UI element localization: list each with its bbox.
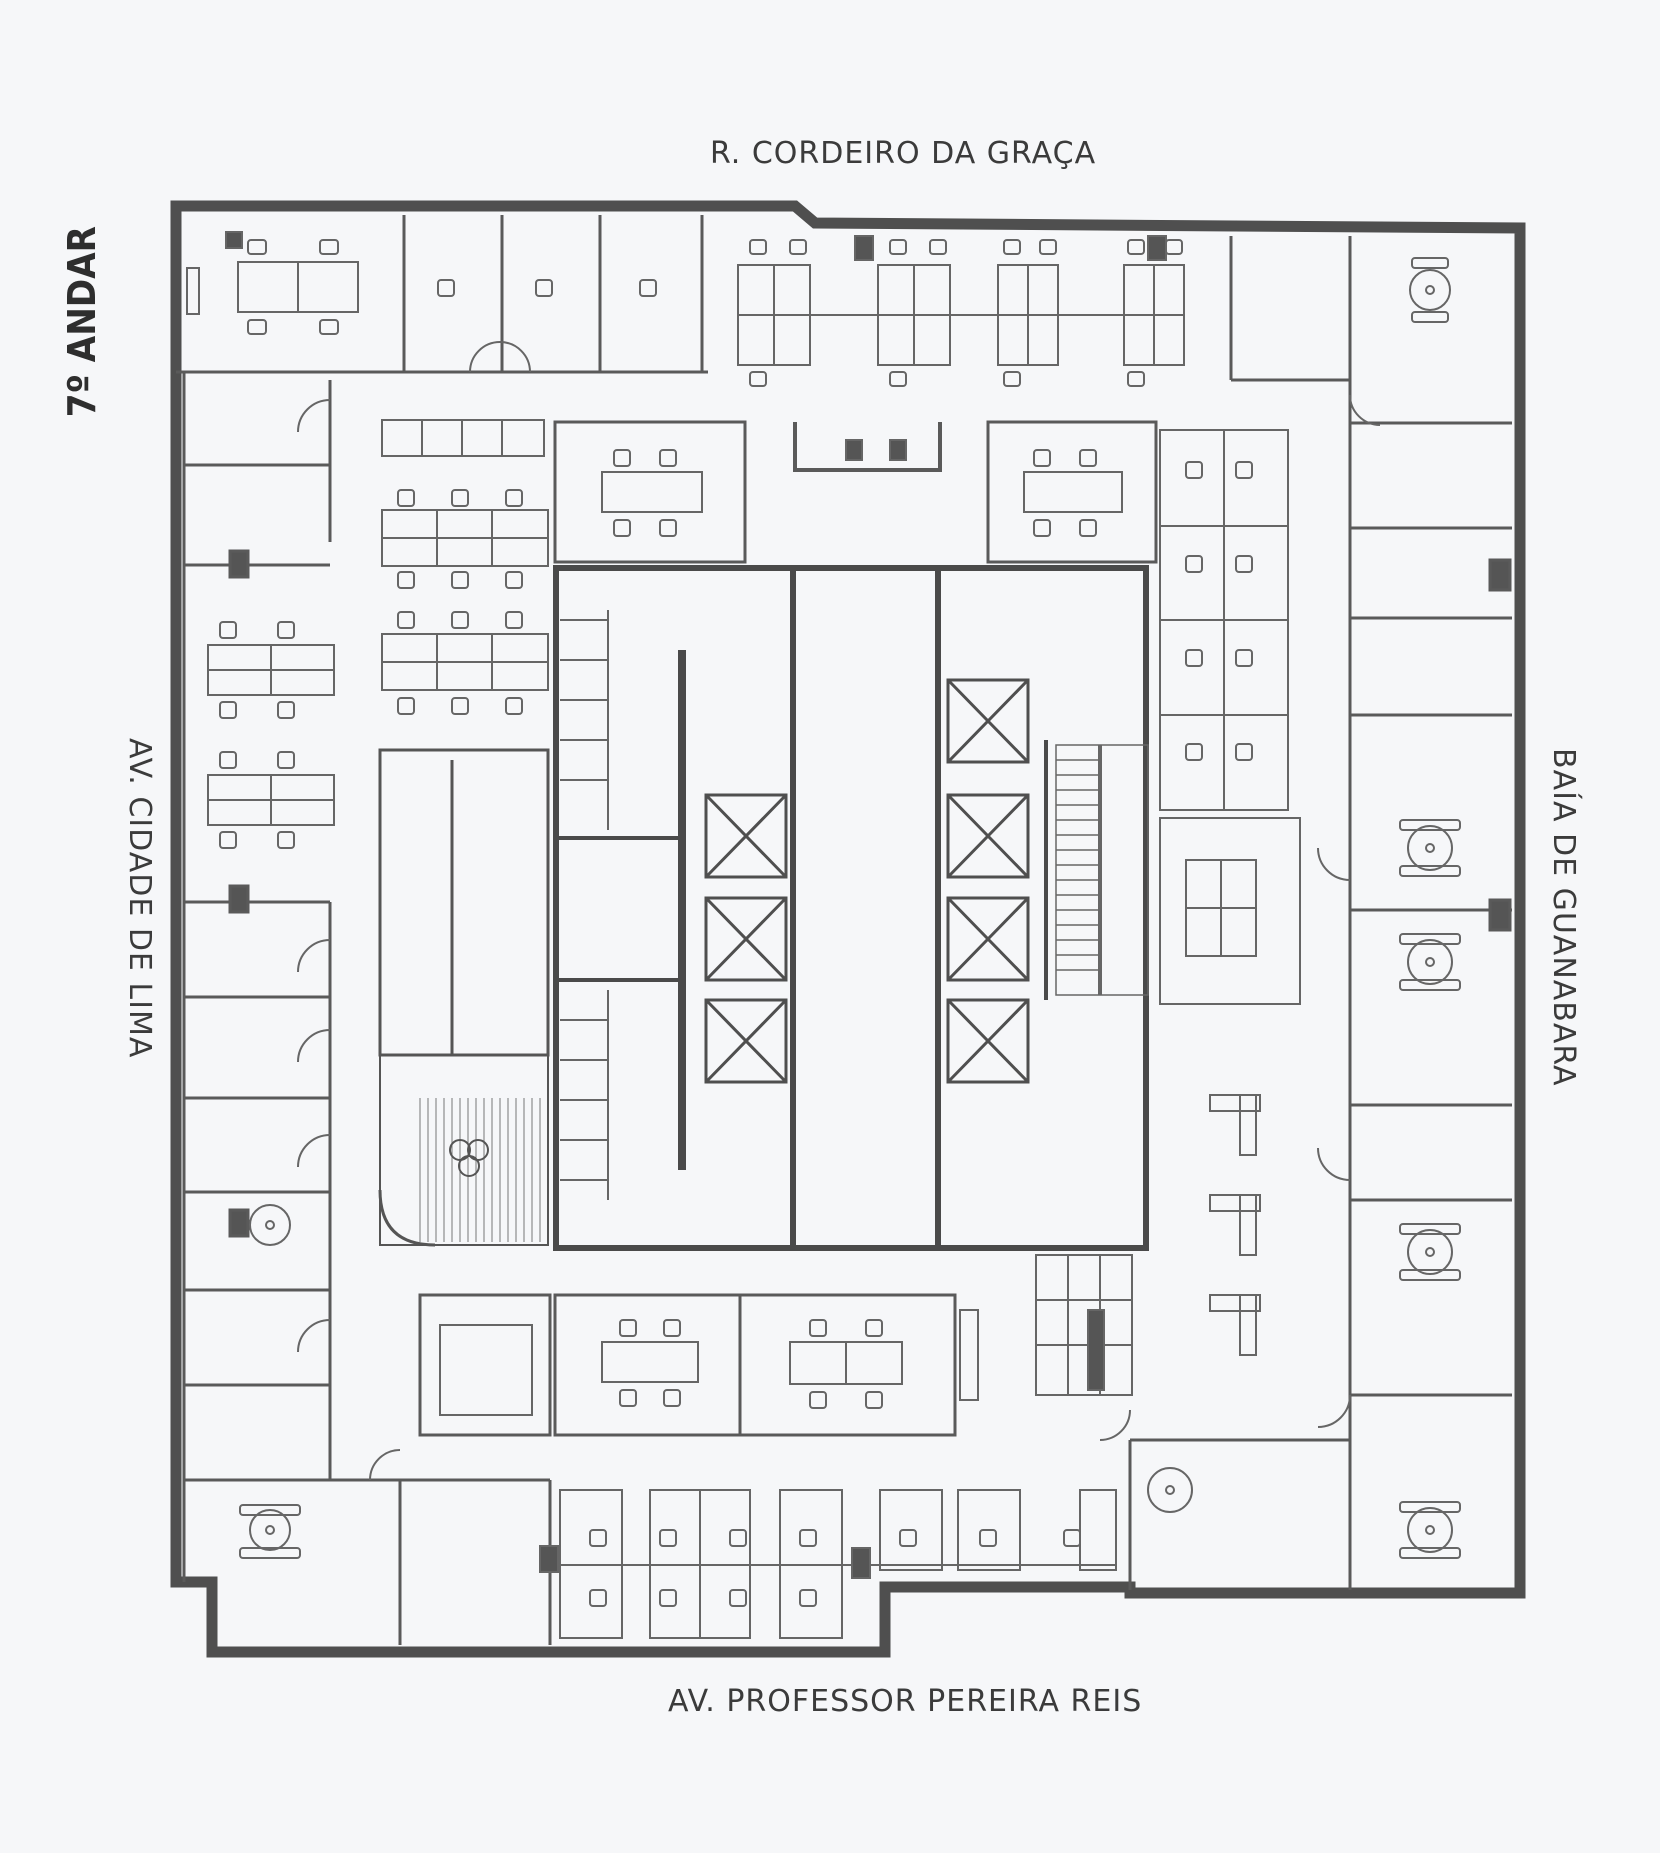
north-conference (186, 231, 359, 315)
street-label-east: BAÍA DE GUANABARA (1546, 748, 1581, 1087)
restroom-west (560, 610, 609, 1200)
street-label-west: AV. CIDADE DE LIMA (122, 738, 157, 1059)
building-core (553, 565, 1149, 1251)
south-meeting-rooms (418, 1293, 957, 1437)
south-offices (184, 1438, 1352, 1645)
staircase (1055, 744, 1149, 996)
north-offices (176, 215, 1512, 425)
north-open-desks (737, 235, 1185, 366)
east-round-tables (1407, 269, 1453, 1553)
service-room (1035, 1254, 1133, 1396)
doors (297, 341, 1381, 1481)
chairs (219, 239, 1461, 1607)
central-west-desks (381, 419, 549, 691)
street-label-south: AV. PROFESSOR PEREIRA REIS (668, 1684, 1143, 1719)
east-offices (1348, 423, 1512, 1585)
south-open-desks (539, 1489, 1117, 1639)
elevators (704, 678, 1030, 1084)
pantry-floor-hatch (419, 1098, 541, 1242)
east-open-area (1209, 1094, 1261, 1356)
meeting-rooms-north (553, 420, 1158, 564)
pantry (378, 748, 550, 1247)
street-label-north: R. CORDEIRO DA GRAÇA (710, 136, 1097, 171)
west-open-desks (207, 644, 335, 826)
west-offices (182, 372, 332, 1582)
south-meeting-tables (439, 1309, 979, 1416)
east-workstations (1159, 429, 1301, 1005)
pantry-round-table (449, 1139, 489, 1177)
meeting-tables-north (601, 439, 1123, 513)
south-round-tables (249, 1204, 1193, 1551)
